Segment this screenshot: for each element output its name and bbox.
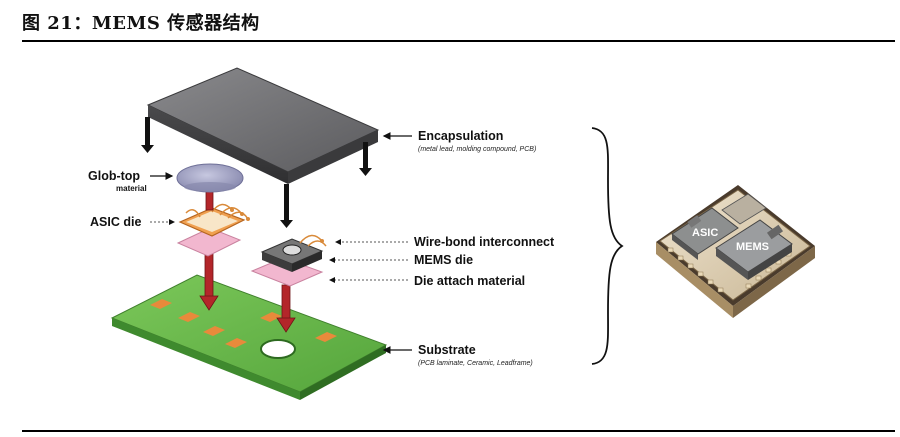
figure-title: 图 21：MEMS 传感器结构	[22, 13, 260, 34]
encapsulation-lid	[141, 67, 380, 228]
substrate-board	[110, 274, 388, 400]
substrate-port-hole	[260, 339, 296, 359]
svg-text:ASIC die: ASIC die	[90, 215, 141, 229]
label-mems-die: MEMS die	[329, 253, 473, 267]
bottom-rule	[22, 430, 895, 432]
svg-text:ASIC: ASIC	[692, 227, 718, 239]
grouping-brace	[591, 127, 624, 365]
svg-text:MEMS: MEMS	[736, 241, 769, 253]
label-encapsulation: Encapsulation (metal lead, molding compo…	[382, 129, 536, 153]
svg-text:Substrate: Substrate	[418, 343, 476, 357]
asic-die	[178, 203, 250, 237]
mems-chip-photo: ASIC MEMS	[656, 185, 815, 318]
svg-text:material: material	[116, 184, 147, 193]
assembly-arrows	[199, 217, 296, 333]
svg-text:Wire-bond interconnect: Wire-bond interconnect	[414, 235, 555, 249]
mems-die	[260, 234, 327, 272]
svg-text:MEMS die: MEMS die	[414, 253, 473, 267]
svg-text:Glob-top: Glob-top	[88, 169, 140, 183]
label-glob-top: Glob-top material	[88, 169, 174, 193]
svg-text:(metal lead, molding compound,: (metal lead, molding compound, PCB)	[418, 146, 536, 153]
label-die-attach: Die attach material	[329, 274, 525, 288]
glob-top-dome	[176, 163, 244, 193]
globtop-arrow	[205, 189, 214, 211]
svg-text:(PCB laminate, Ceramic, Leadfr: (PCB laminate, Ceramic, Leadframe)	[418, 360, 533, 367]
label-asic-die: ASIC die	[90, 215, 175, 229]
label-substrate: Substrate (PCB laminate, Ceramic, Leadfr…	[382, 343, 533, 367]
die-attach-pad-asic	[176, 227, 242, 257]
top-rule	[22, 40, 895, 42]
substrate-pads	[150, 299, 337, 348]
photo-asic-chip: ASIC	[671, 207, 739, 260]
svg-text:Die attach material: Die attach material	[414, 274, 525, 288]
svg-text:Encapsulation: Encapsulation	[418, 129, 503, 143]
label-wire-bond: Wire-bond interconnect	[335, 235, 555, 249]
